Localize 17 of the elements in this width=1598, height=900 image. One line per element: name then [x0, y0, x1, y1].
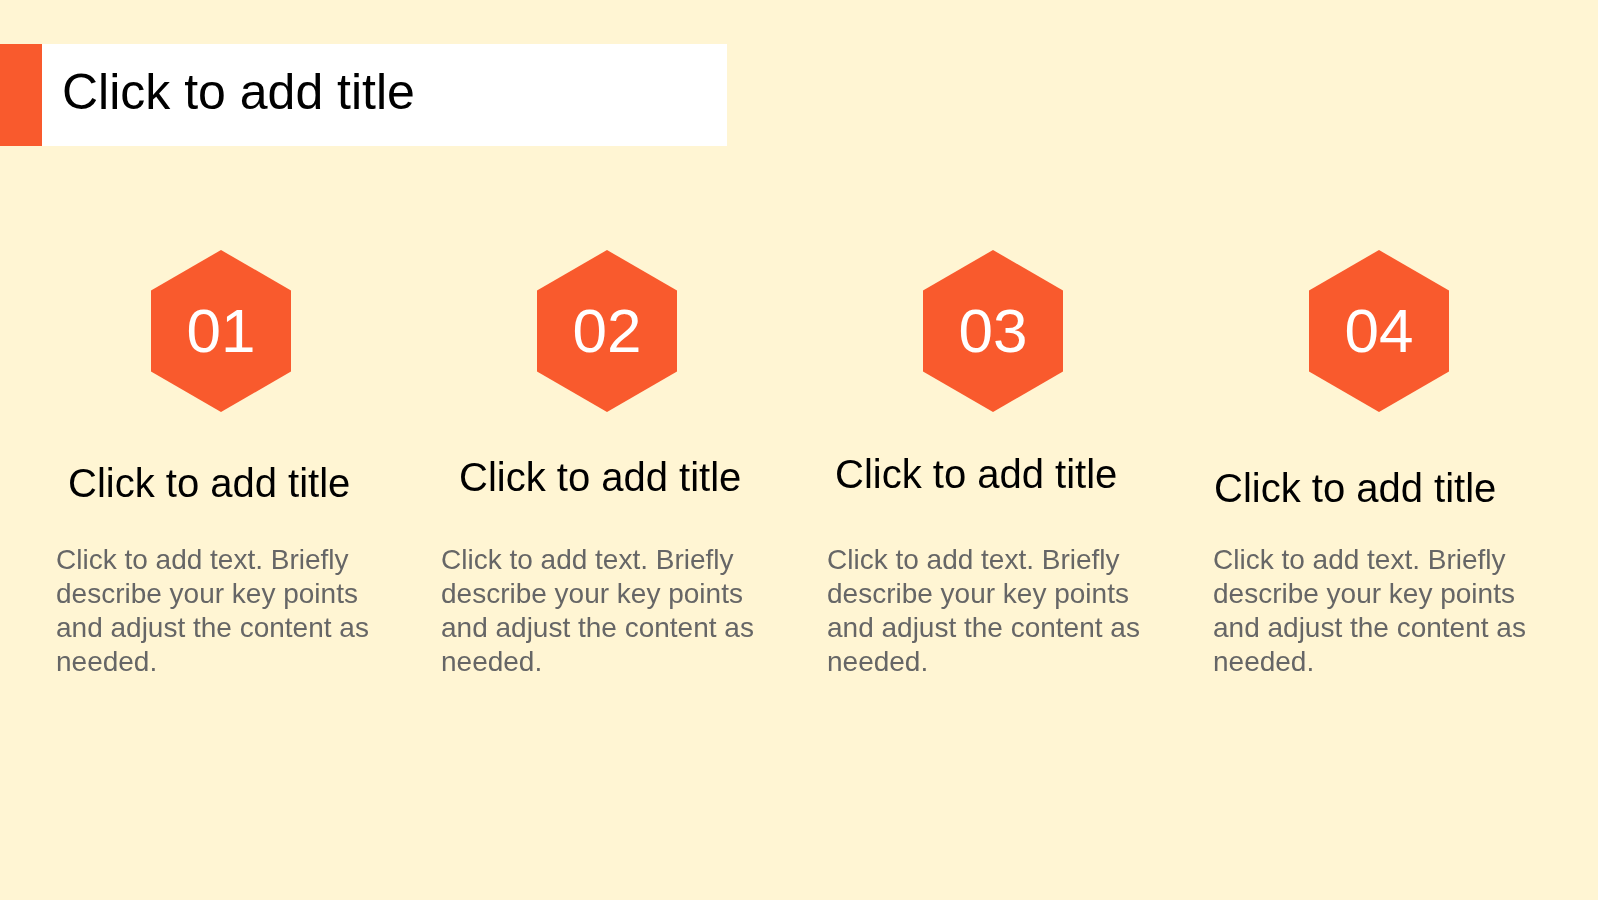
- hexagon-badge: [1309, 250, 1449, 412]
- hexagon-badge: [151, 250, 291, 412]
- step-title: Click to add title: [835, 451, 1118, 497]
- slide-title: Click to add title: [62, 63, 415, 121]
- step-description: Click to add text. Briefly describe your key points and adjust the content as needed.: [56, 543, 370, 679]
- hexagon-badge: [923, 250, 1063, 412]
- step-title: Click to add title: [68, 460, 351, 506]
- step-title: Click to add title: [1214, 465, 1497, 511]
- step-description: Click to add text. Briefly describe your key points and adjust the content as needed.: [1213, 543, 1527, 679]
- step-number: 04: [1343, 296, 1415, 366]
- hexagon-badge: [537, 250, 677, 412]
- step-number: 03: [957, 296, 1029, 366]
- step-description: Click to add text. Briefly describe your key points and adjust the content as needed.: [827, 543, 1141, 679]
- step-number: 02: [571, 296, 643, 366]
- step-title: Click to add title: [459, 454, 742, 500]
- step-number: 01: [185, 296, 257, 366]
- step-description: Click to add text. Briefly describe your key points and adjust the content as needed.: [441, 543, 755, 679]
